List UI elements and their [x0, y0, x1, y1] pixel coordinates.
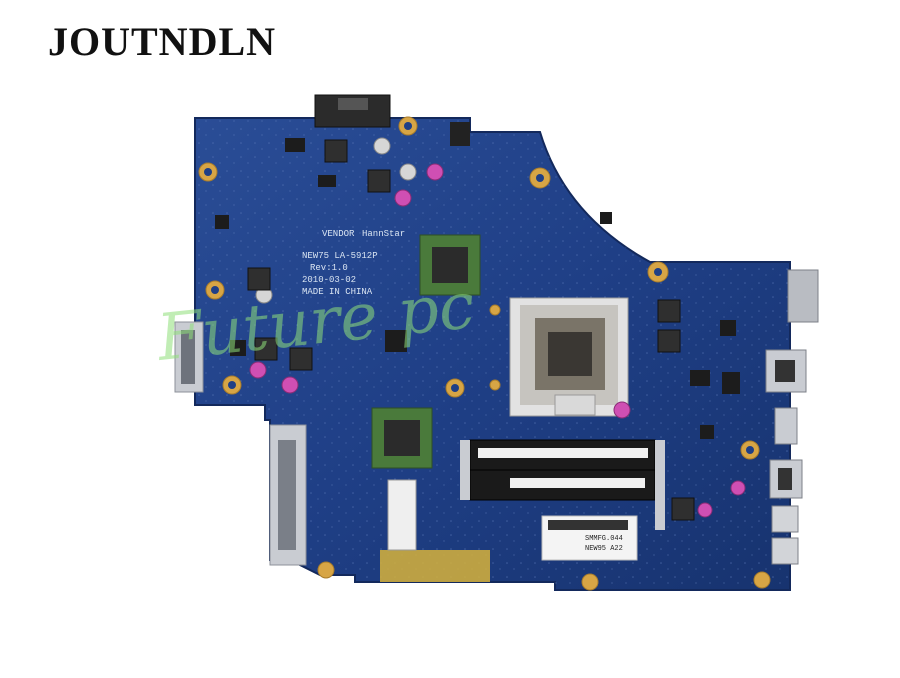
board-rev: Rev:1.0: [310, 263, 348, 273]
board-vendor-name: HannStar: [362, 229, 405, 239]
audio-jack-1: [771, 505, 799, 533]
vga-port: [787, 269, 819, 323]
board-model: NEW75 LA-5912P: [302, 251, 378, 261]
audio-jack-2: [771, 537, 799, 565]
board-vendor: VENDOR: [322, 229, 355, 239]
small-ics: [215, 138, 740, 439]
kapton-tape: [380, 550, 490, 582]
usb-port: [769, 459, 803, 499]
capacitors: [249, 137, 746, 518]
hdmi-port: [774, 407, 798, 445]
sticker-line2: NEW95 A22: [585, 545, 623, 553]
inductors: [247, 139, 695, 521]
board-origin: MADE IN CHINA: [302, 287, 373, 297]
board-date: 2010-03-02: [302, 275, 356, 285]
card-slot: [387, 479, 417, 551]
sticker-line1: SMMFG.044: [585, 535, 623, 543]
brand-watermark: JOUTNDLN: [48, 19, 277, 64]
